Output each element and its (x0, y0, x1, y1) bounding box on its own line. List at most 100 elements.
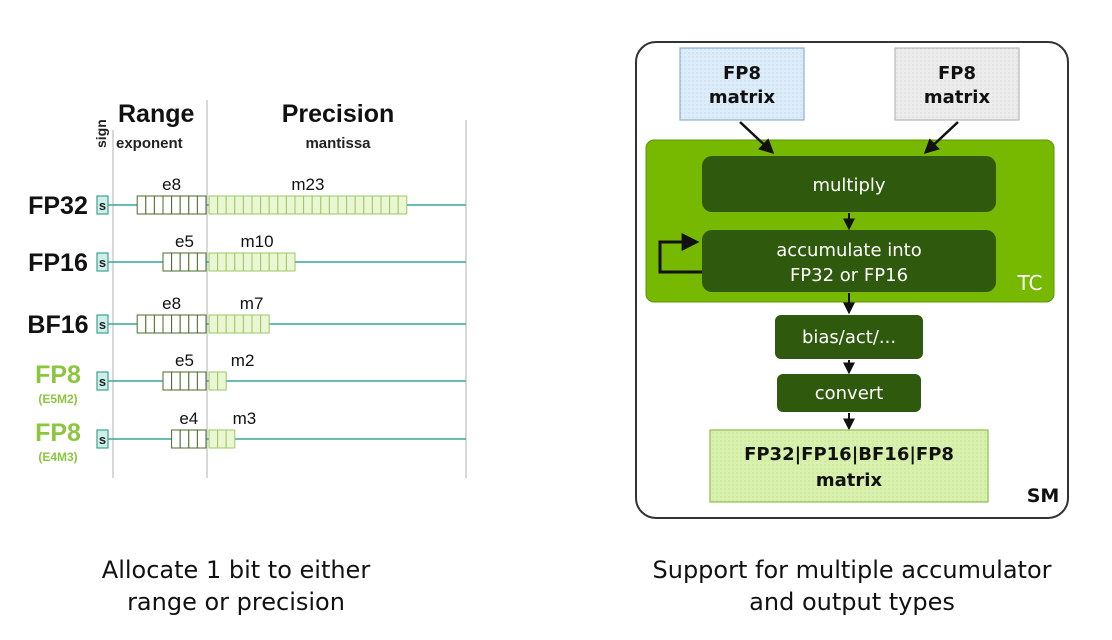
mantissa-bit (354, 195, 365, 215)
exponent-bit (153, 195, 164, 215)
mantissa-bit (346, 195, 356, 215)
format-name: FP16 (28, 249, 88, 277)
mantissa-bit (208, 252, 219, 272)
mantissa-bit (234, 252, 244, 272)
mantissa-bit (217, 195, 227, 215)
mantissa-bit (208, 195, 219, 215)
multiply-label: multiply (812, 175, 885, 196)
bias-act-box (775, 315, 923, 359)
sign-bit (96, 371, 109, 391)
mantissa-bit (277, 195, 287, 215)
mantissa-bit (225, 429, 236, 449)
mantissa-bit (234, 314, 244, 334)
sign-bit-label: s (99, 432, 106, 447)
mantissa-bit (268, 252, 279, 272)
mantissa-bit (328, 195, 339, 215)
mantissa-bit (251, 195, 262, 215)
mantissa-bit (371, 195, 382, 215)
exponent-bit (188, 371, 198, 391)
mantissa-bit (311, 195, 322, 215)
sign-bit (96, 195, 109, 215)
exponent-bit (196, 429, 207, 449)
mantissa-bit (320, 195, 330, 215)
format-name: FP8 (35, 419, 81, 447)
mantissa-bit (337, 195, 348, 215)
right-caption-line2: and output types (749, 588, 955, 616)
output-line1: FP32|FP16|BF16|FP8 (744, 444, 954, 465)
exponent-bit (162, 371, 173, 391)
mantissa-label: m3 (233, 409, 257, 428)
format-name: FP8 (35, 361, 81, 389)
multiply-box (702, 156, 996, 212)
mantissa-bit (303, 195, 313, 215)
exponent-bit (188, 195, 198, 215)
sign-bit-label: s (99, 374, 106, 389)
format-name: FP32 (28, 192, 88, 220)
exponent-label: e5 (175, 232, 194, 251)
mantissa-bit (208, 371, 219, 391)
exponent-bit (162, 195, 173, 215)
input-b-line1: FP8 (938, 63, 976, 84)
exponent-label: e4 (179, 409, 198, 428)
arrow-input-a (739, 121, 775, 155)
mantissa-bit (208, 429, 219, 449)
format-subname: (E5M2) (38, 392, 77, 406)
mantissa-bit (217, 314, 227, 334)
format-name: BF16 (27, 311, 88, 339)
exponent-subheader: exponent (116, 135, 183, 152)
mantissa-bit (242, 314, 253, 334)
input-a-line2: matrix (709, 87, 776, 108)
output-line2: matrix (816, 470, 883, 491)
exponent-bit (179, 429, 190, 449)
mantissa-bit (285, 195, 296, 215)
exponent-bit (162, 252, 173, 272)
accumulate-line2: FP32 or FP16 (790, 265, 908, 286)
sign-bit-label: s (99, 255, 106, 270)
mantissa-bit (251, 314, 262, 334)
sign-bit (96, 314, 109, 334)
mantissa-label: m7 (240, 294, 264, 313)
accumulate-box (702, 230, 996, 292)
sign-header: sign (93, 119, 109, 148)
mantissa-bit (251, 252, 262, 272)
exponent-bit (188, 252, 198, 272)
input-matrix-b (894, 47, 1020, 121)
input-matrix-a (679, 47, 805, 121)
exponent-bit (196, 195, 207, 215)
sign-bit (96, 429, 109, 449)
exponent-bit (179, 195, 190, 215)
mantissa-bit (225, 195, 236, 215)
exponent-label: e5 (175, 351, 194, 370)
mantissa-bit (260, 314, 270, 334)
mantissa-bit (380, 195, 391, 215)
convert-box (777, 374, 921, 412)
output-matrix (709, 429, 989, 503)
mantissa-bit (242, 195, 253, 215)
mantissa-bit (397, 195, 408, 215)
exponent-bit (171, 371, 181, 391)
exponent-bit (179, 371, 190, 391)
mantissa-bit (294, 195, 305, 215)
tc-label: TC (1016, 271, 1042, 295)
mantissa-bit (234, 195, 244, 215)
exponent-bit (171, 195, 181, 215)
format-subname: (E4M3) (38, 450, 77, 464)
format-panel: sign Range exponent Precision mantissa F… (27, 100, 467, 616)
exponent-label: e8 (162, 175, 181, 194)
sm-label: SM (1027, 485, 1060, 507)
left-caption-line1: Allocate 1 bit to either (102, 556, 371, 584)
exponent-label: e8 (162, 294, 181, 313)
exponent-bit (171, 252, 181, 272)
range-header: Range (118, 100, 195, 128)
exponent-bit (179, 252, 190, 272)
mantissa-bit (217, 371, 227, 391)
exponent-bit (179, 314, 190, 334)
mantissa-bit (268, 195, 279, 215)
mantissa-bit (260, 195, 270, 215)
exponent-bit (188, 429, 198, 449)
mantissa-bit (217, 252, 227, 272)
exponent-bit (136, 195, 147, 215)
exponent-bit (145, 195, 155, 215)
